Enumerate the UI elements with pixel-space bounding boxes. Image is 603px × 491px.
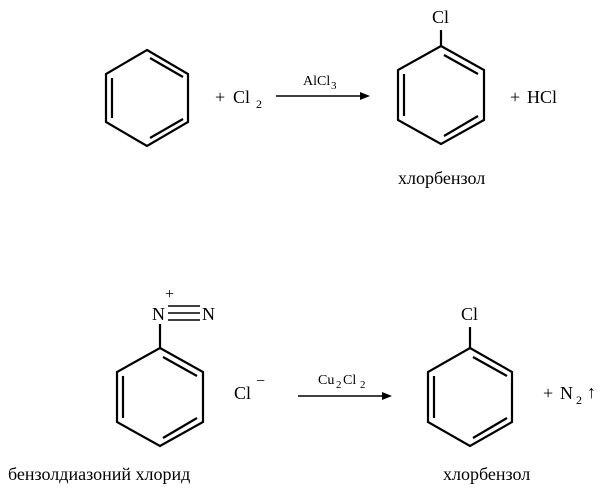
gas-evolution-arrow: ↑ [587,382,596,402]
chlorine-subscript: 2 [256,97,262,111]
counterion-charge: − [256,373,265,390]
product-name: хлорбензол [398,168,485,188]
nitrogen-byproduct: N [560,383,573,403]
hcl-byproduct: HCl [527,87,557,107]
catalyst-cl: Cl [343,373,356,388]
catalyst-label: AlCl [303,74,330,89]
plus-sign: + [215,87,225,107]
catalyst-cl-subscript: 2 [360,379,366,391]
chlorine-reagent: Cl [233,87,250,107]
plus-sign: + [510,87,520,107]
chlorine-substituent: Cl [461,304,478,324]
reaction-arrow [276,92,370,100]
chlorobenzene-ring [396,30,486,146]
triple-bond [168,305,200,321]
catalyst-cu: Cu [318,373,334,388]
diazo-n2: N [202,304,215,324]
counterion: Cl [234,383,251,403]
product-name: хлорбензол [443,464,530,484]
nitrogen-subscript: 2 [576,393,582,407]
catalyst-subscript: 3 [331,80,337,92]
reagent-name: бензолдиазоний хлорид [8,464,190,484]
diazo-n1: N [152,304,165,324]
benzene-ring [104,48,190,148]
catalyst-cu-subscript: 2 [336,379,342,391]
chlorine-substituent: Cl [432,7,449,27]
diazo-charge: + [165,286,174,303]
plus-sign: + [543,383,553,403]
diazonium-ring [115,324,205,448]
chlorobenzene-ring [426,327,514,448]
reaction-arrow [298,392,392,400]
